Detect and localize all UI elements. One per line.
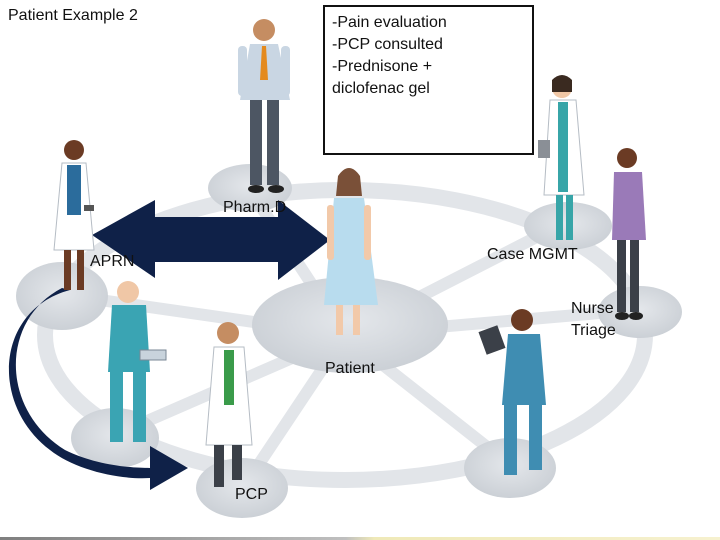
note-line: -PCP consulted	[332, 36, 443, 53]
note-line: diclofenac gel	[332, 80, 430, 97]
label-aprn: APRN	[90, 253, 135, 270]
label-nurse-triage-line2: Triage	[571, 322, 616, 339]
pcp-figure	[205, 322, 253, 487]
label-pharmd: Pharm.D	[223, 199, 287, 216]
patient-figure	[324, 168, 378, 335]
note-line: -Prednisone +	[332, 58, 433, 75]
curved-arrow	[8, 288, 188, 490]
label-case-mgmt: Case MGMT	[487, 246, 578, 263]
label-nurse-triage-line1: Nurse	[571, 300, 614, 317]
note-line: -Pain evaluation	[332, 14, 447, 31]
scrubs-nurse-figure	[108, 281, 167, 442]
case-manager-figure	[538, 75, 585, 240]
bottom-rule	[0, 537, 720, 540]
label-patient: Patient	[325, 360, 375, 377]
nurse-triage-figure	[612, 148, 646, 320]
pharmacist-figure	[238, 19, 290, 193]
aprn-figure	[53, 140, 95, 290]
label-pcp: PCP	[235, 486, 268, 503]
notes-box: -Pain evaluation -PCP consulted -Prednis…	[323, 5, 534, 155]
page-title: Patient Example 2	[8, 7, 138, 24]
double-arrow	[92, 200, 330, 280]
scrubs-clinician-figure	[478, 309, 546, 475]
